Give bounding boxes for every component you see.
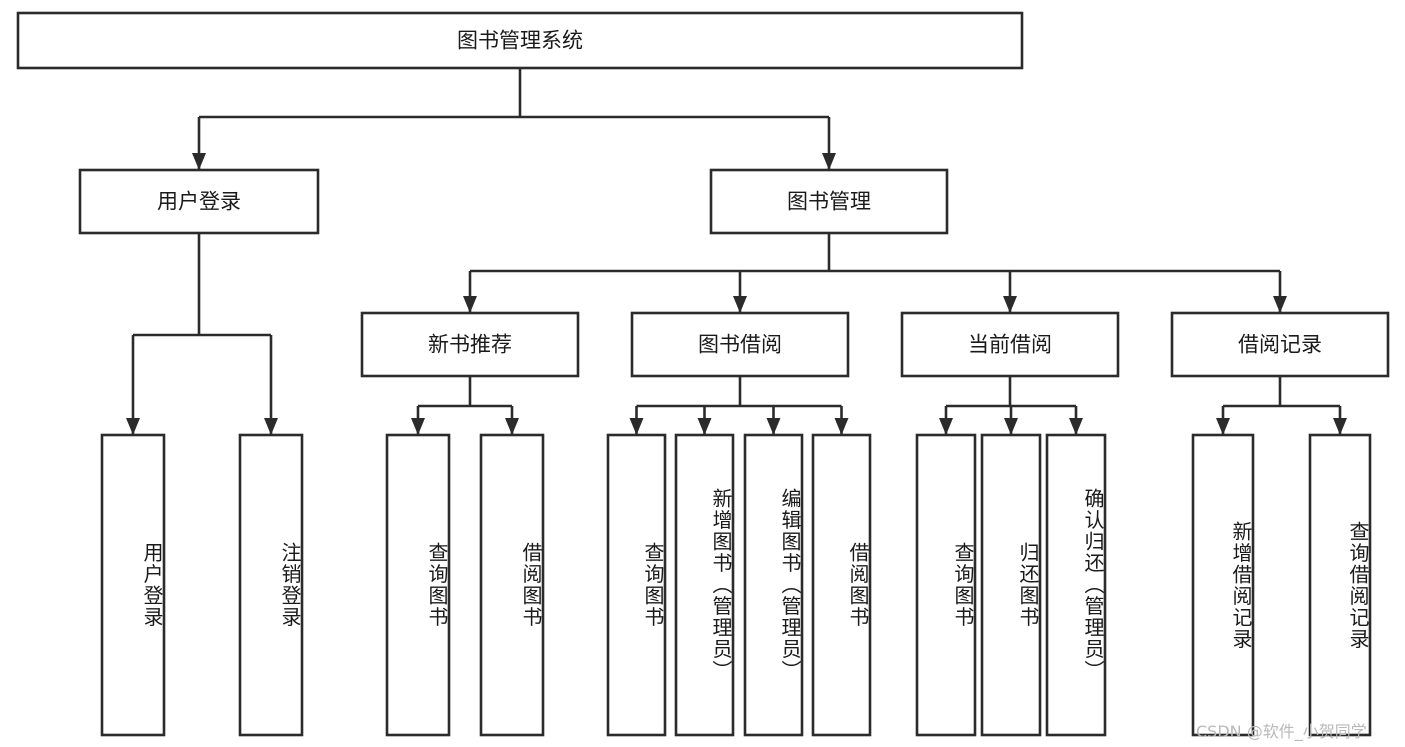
node-label-root: 图书管理系统	[457, 29, 583, 53]
arrow-head-icon	[1004, 418, 1018, 435]
arrow-head-icon	[126, 418, 140, 435]
node-box-root[interactable]	[16, 11, 1024, 70]
node-box-user-login[interactable]	[78, 168, 320, 235]
node-box-cb-query-book[interactable]	[915, 433, 977, 737]
node-box-borrow-record[interactable]	[1170, 311, 1390, 378]
node-box-bb-query-book[interactable]	[606, 433, 667, 737]
arrow-head-icon	[264, 418, 278, 435]
node-box-cb-confirm-return[interactable]	[1045, 433, 1107, 737]
node-box-nbr-borrow-book[interactable]	[479, 433, 545, 737]
node-box-cb-return-book[interactable]	[980, 433, 1042, 737]
arrow-head-icon	[505, 418, 519, 435]
node-label-book-manage: 图书管理	[787, 190, 871, 214]
arrow-head-icon	[1273, 296, 1287, 313]
node-box-user-login-do[interactable]	[100, 433, 166, 737]
node-box-book-borrow[interactable]	[630, 311, 850, 378]
node-box-new-book-recommend[interactable]	[360, 311, 580, 378]
arrow-head-icon	[192, 153, 206, 170]
node-box-bb-add-book[interactable]	[674, 433, 735, 737]
node-box-br-add-record[interactable]	[1191, 433, 1255, 737]
node-label-new-book-recommend: 新书推荐	[428, 333, 512, 357]
node-label-book-borrow: 图书借阅	[698, 333, 782, 357]
connector-layer	[126, 68, 1347, 435]
node-label-user-login: 用户登录	[157, 190, 241, 214]
arrow-head-icon	[939, 418, 953, 435]
arrow-head-icon	[411, 418, 425, 435]
node-label-current-borrow: 当前借阅	[968, 333, 1052, 357]
node-box-bb-edit-book[interactable]	[743, 433, 804, 737]
arrow-head-icon	[733, 296, 747, 313]
arrow-head-icon	[834, 418, 849, 435]
arrow-head-icon	[1003, 296, 1017, 313]
node-label-borrow-record: 借阅记录	[1238, 333, 1322, 357]
arrow-head-icon	[1069, 418, 1083, 435]
node-box-user-logout[interactable]	[238, 433, 304, 737]
arrow-head-icon	[1216, 418, 1230, 435]
csdn-watermark: CSDN @软件_小贺同学	[1196, 722, 1367, 741]
arrow-head-icon	[463, 296, 477, 313]
arrow-head-icon	[1333, 418, 1347, 435]
arrow-head-icon	[822, 153, 836, 170]
arrow-head-icon	[697, 418, 712, 435]
node-box-br-query-record[interactable]	[1308, 433, 1372, 737]
arrow-head-icon	[629, 418, 644, 435]
node-box-bb-borrow-book[interactable]	[811, 433, 872, 737]
arrow-head-icon	[766, 418, 781, 435]
node-box-current-borrow[interactable]	[900, 311, 1120, 378]
node-box-book-manage[interactable]	[709, 168, 949, 235]
node-box-nbr-query-book[interactable]	[385, 433, 451, 737]
